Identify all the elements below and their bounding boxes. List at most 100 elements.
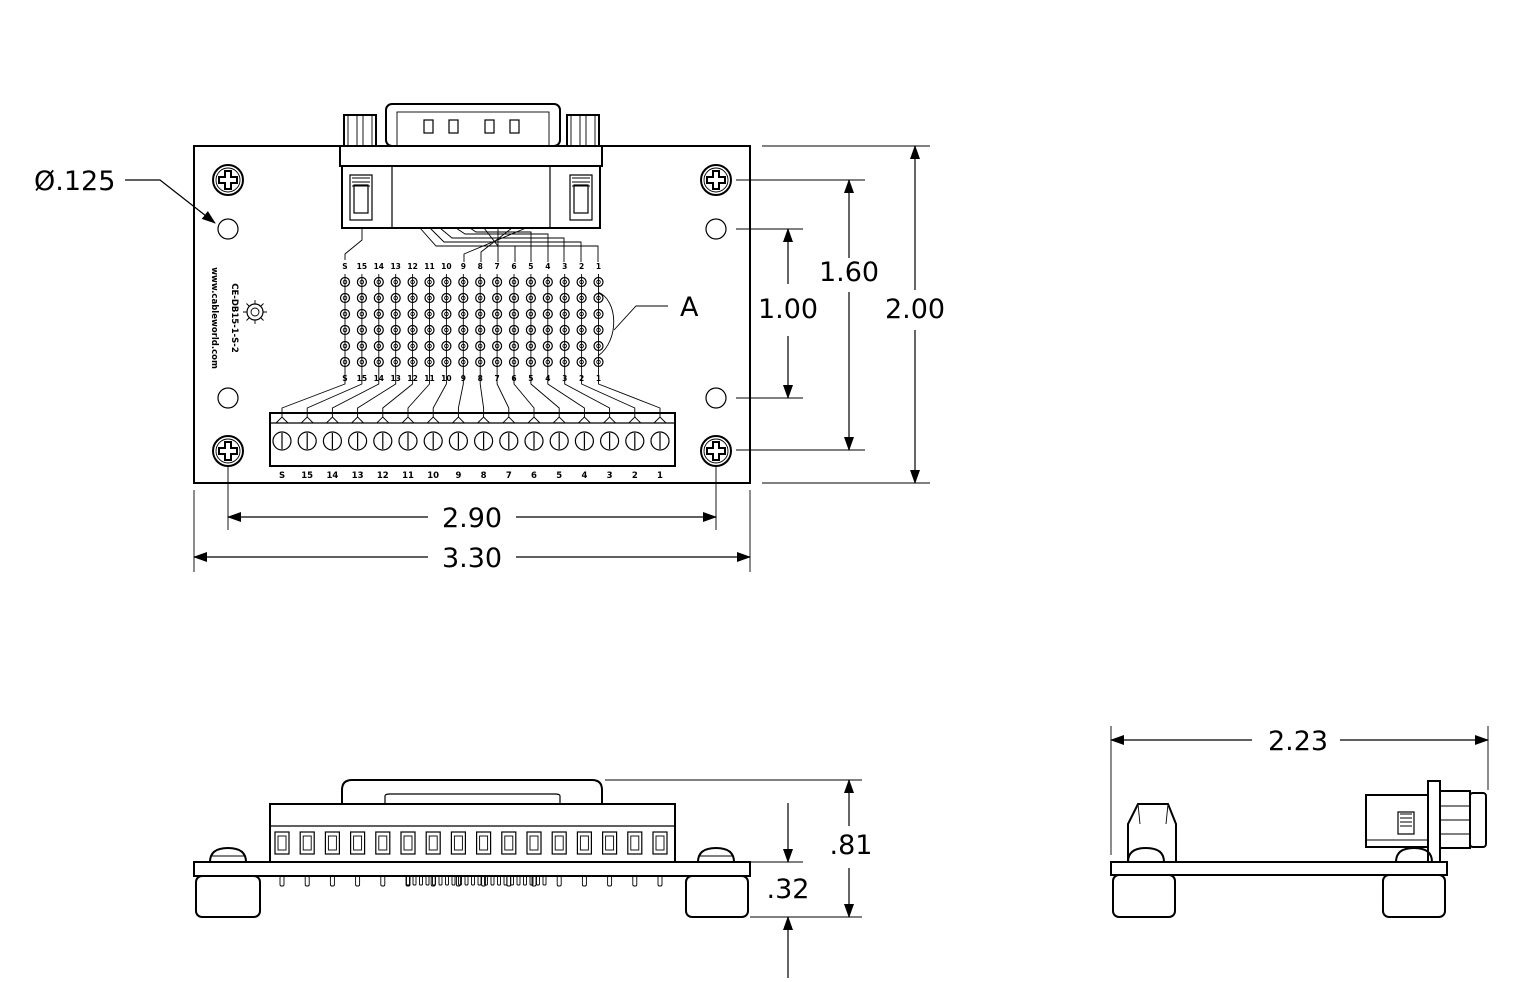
trace xyxy=(598,370,661,417)
header-pad-hole xyxy=(461,311,466,317)
header-pin xyxy=(516,875,521,886)
hole-upper-left xyxy=(217,218,239,240)
header-pin xyxy=(542,875,547,886)
header-pad-hole xyxy=(376,311,382,317)
header-pad xyxy=(390,292,401,304)
header-pin xyxy=(484,875,488,886)
terminal-screw xyxy=(423,431,443,451)
front-view: .81 .32 xyxy=(193,779,872,978)
board-height-label: 2.00 xyxy=(885,294,945,325)
terminal-wire-entry xyxy=(300,416,314,424)
header-pad-hole xyxy=(494,327,500,333)
pin-label: 14 xyxy=(374,262,384,271)
terminal-opening xyxy=(375,831,391,855)
pin-label: 9 xyxy=(461,262,466,271)
trace xyxy=(581,370,636,417)
header-pad xyxy=(559,292,570,304)
header-pad xyxy=(407,324,418,336)
detail-a-label: A xyxy=(680,292,699,323)
header-pad-hole xyxy=(511,295,517,301)
terminal-block xyxy=(269,412,676,467)
dimension-lines-right xyxy=(736,145,930,484)
logo-gear-icon xyxy=(243,300,267,324)
header-pad xyxy=(390,356,401,368)
header-pad-hole xyxy=(494,295,500,301)
header-pad xyxy=(559,324,570,336)
header-pad-hole xyxy=(596,343,601,349)
terminal-screw xyxy=(348,431,368,451)
terminal-opening xyxy=(299,831,315,855)
terminal-opening xyxy=(652,831,668,855)
header-pad xyxy=(373,276,384,288)
header-pad-hole xyxy=(393,359,398,365)
header-pad xyxy=(525,324,537,336)
hole-diameter-leader xyxy=(125,179,216,224)
terminal-opening xyxy=(476,831,492,855)
header-pad xyxy=(508,340,520,352)
header-pin xyxy=(419,875,423,886)
pin-label: 5 xyxy=(528,262,533,271)
header-pad xyxy=(356,276,367,288)
header-pad-hole xyxy=(427,279,432,285)
trace xyxy=(306,370,363,417)
trace xyxy=(281,370,346,417)
header-pad-hole xyxy=(596,295,601,301)
header-pad xyxy=(525,340,537,352)
header-pad xyxy=(508,292,520,304)
terminal-pin xyxy=(657,875,663,887)
terminal-opening-inner xyxy=(479,835,489,851)
hole-lower-left xyxy=(217,387,239,409)
terminal-pin xyxy=(380,875,386,887)
header-pad xyxy=(407,356,418,368)
header-pad xyxy=(441,340,452,352)
terminal-wire-entry xyxy=(376,416,390,424)
terminal-opening xyxy=(400,831,416,855)
header-pad xyxy=(475,356,486,368)
header-pad xyxy=(576,292,587,304)
header-pad-hole xyxy=(461,343,466,349)
pin-label: 8 xyxy=(478,262,483,271)
header-pad-hole xyxy=(579,343,584,349)
terminal-opening-inner xyxy=(453,835,463,851)
header-pad-hole xyxy=(376,295,382,301)
header-pad-hole xyxy=(427,295,432,301)
header-pin xyxy=(464,875,469,886)
terminal-wire-entry xyxy=(351,416,364,424)
header-pad-hole xyxy=(342,359,348,365)
header-pad xyxy=(339,308,351,320)
header-pad-hole xyxy=(477,311,483,317)
header-pin xyxy=(432,875,436,886)
terminal-opening xyxy=(627,831,643,855)
terminal-wire-entry xyxy=(426,416,440,424)
pin-label: 12 xyxy=(407,262,417,271)
header-pad-hole xyxy=(444,327,449,333)
hole-diameter-label: Ø.125 xyxy=(34,166,115,197)
detail-a-bubble xyxy=(597,291,615,357)
header-pad-hole xyxy=(393,295,398,301)
header-pad xyxy=(407,292,418,304)
header-pad xyxy=(373,324,384,336)
header-pad-hole xyxy=(528,311,534,317)
header-pin xyxy=(425,875,430,886)
header-pad xyxy=(424,276,435,288)
header-pad-hole xyxy=(359,327,365,333)
terminal-screw xyxy=(524,431,544,451)
terminal-wire-entry xyxy=(552,416,566,424)
mount-hole-spacing-v-label: 1.60 xyxy=(819,257,879,288)
front-dimension-lines xyxy=(605,779,862,978)
terminal-screw xyxy=(650,431,670,451)
header-pad-hole xyxy=(444,295,449,301)
terminal-opening-inner xyxy=(579,835,589,851)
header-pad xyxy=(542,340,553,352)
header-pad xyxy=(525,292,537,304)
header-pad-hole xyxy=(444,311,449,317)
header-pin xyxy=(458,875,462,886)
terminal-screw xyxy=(398,431,418,451)
header-pad xyxy=(492,292,503,304)
pin-header-grid xyxy=(339,274,604,370)
terminal-opening xyxy=(274,831,290,855)
header-pad xyxy=(373,308,384,320)
